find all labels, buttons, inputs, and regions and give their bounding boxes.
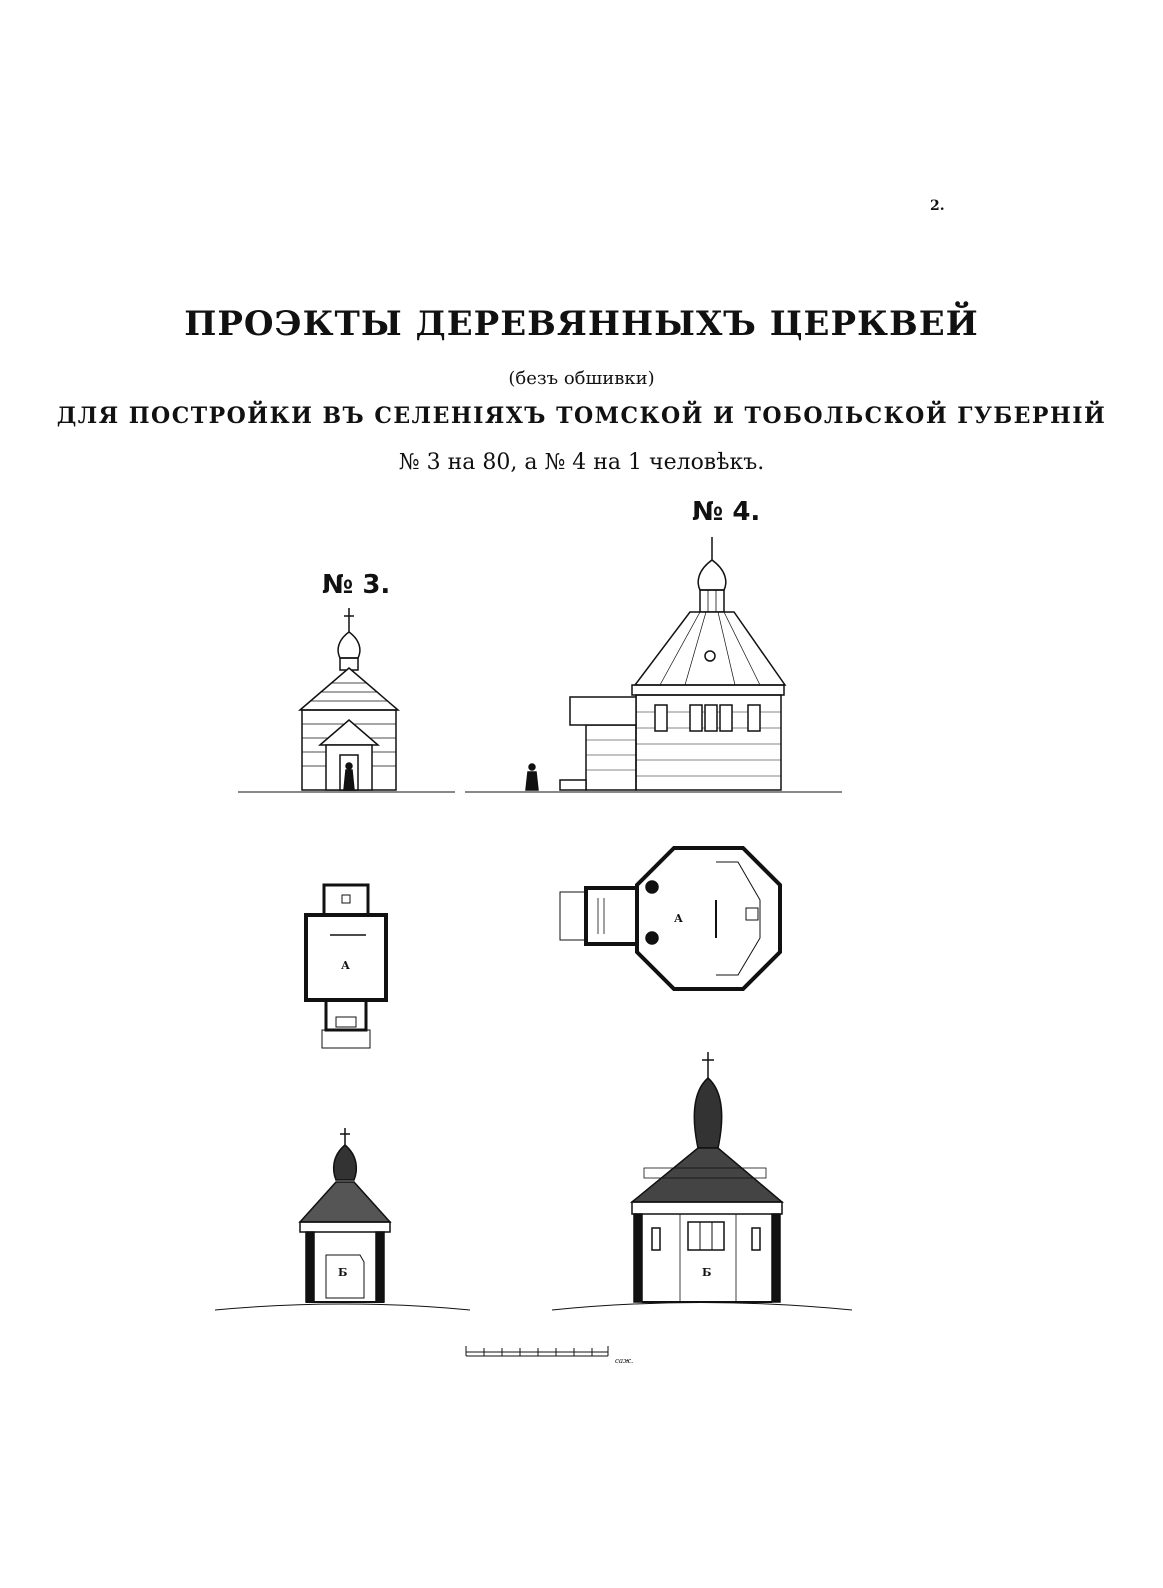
church-4-elevation — [465, 537, 842, 793]
plan-3-letter: А — [341, 959, 350, 972]
page-subtitle: (безъ обшивки) — [508, 368, 655, 389]
project-3-label: № 3. — [322, 570, 391, 600]
page-title: ПРОЭКТЫ ДЕРЕВЯННЫХЪ ЦЕРКВЕЙ — [184, 304, 979, 344]
purpose-line: ДЛЯ ПОСТРОЙКИ ВЪ СЕЛЕНІЯХЪ ТОМСКОЙ И ТОБ… — [56, 403, 1107, 429]
capacity-line: № 3 на 80, а № 4 на 1 человѣкъ. — [398, 450, 765, 475]
section-4-letter: Б — [702, 1266, 711, 1279]
project-4-label: № 4. — [692, 497, 761, 527]
scale-bar — [465, 1346, 609, 1357]
section-3-letter: Б — [338, 1266, 347, 1279]
church-4-plan — [559, 846, 782, 991]
scale-label: саж. — [615, 1357, 634, 1365]
plan-4-letter: А — [674, 912, 683, 925]
church-4-section — [551, 1052, 853, 1311]
church-3-section — [214, 1128, 471, 1311]
church-3-elevation — [238, 608, 455, 793]
page-number: 2. — [930, 198, 945, 214]
church-3-plan — [304, 883, 388, 1049]
